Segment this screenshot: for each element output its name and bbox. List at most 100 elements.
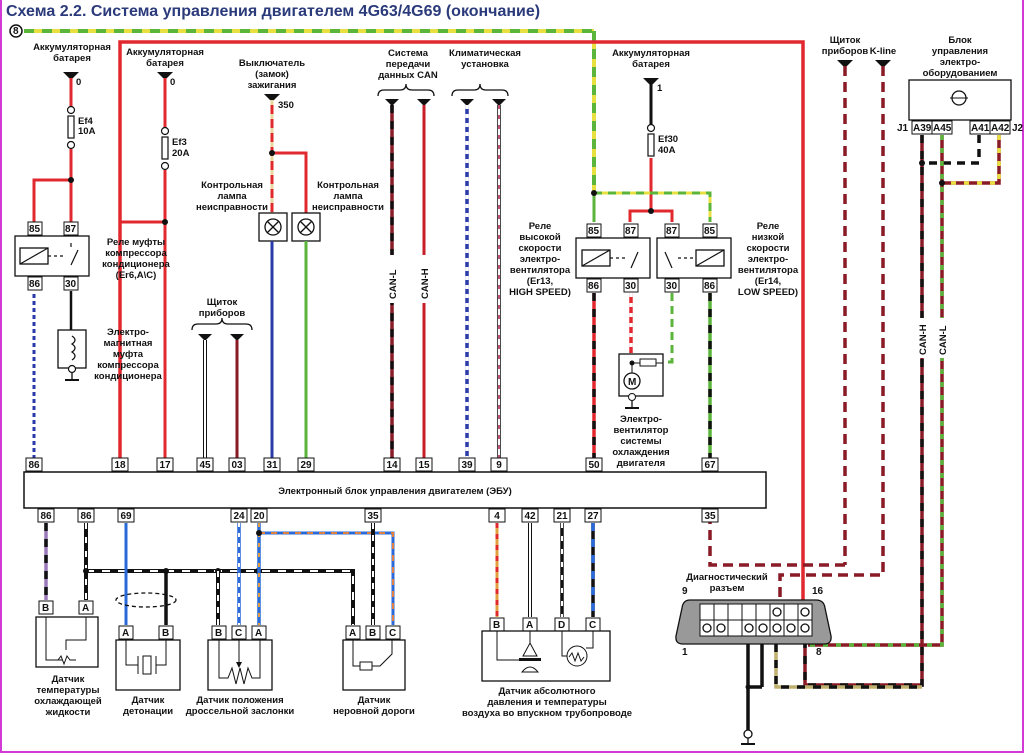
ecu-bottom-pin-box	[584, 508, 602, 523]
svg-text:85: 85	[29, 224, 41, 235]
svg-text:C: C	[389, 628, 396, 639]
ecu-bottom-pin-box	[117, 508, 135, 523]
ecu-bottom-pin: 69	[120, 511, 132, 522]
svg-text:0: 0	[76, 77, 81, 88]
svg-text:дроссельной заслонки: дроссельной заслонки	[186, 706, 295, 717]
svg-text:температуры: температуры	[37, 685, 100, 696]
engine-ecu: Электронный блок управления двигателем (…	[23, 457, 767, 523]
svg-text:(Er6,A\C): (Er6,A\C)	[116, 270, 157, 281]
svg-text:16: 16	[812, 586, 824, 597]
svg-text:охлаждения: охлаждения	[612, 447, 669, 458]
svg-text:D: D	[558, 620, 565, 631]
svg-text:Электро-: Электро-	[620, 414, 662, 425]
svg-text:неисправности: неисправности	[196, 202, 268, 213]
wire-green-yellow-top	[24, 29, 596, 193]
svg-text:приборов: приборов	[199, 308, 246, 319]
ecu-top-pin-box	[196, 457, 214, 472]
svg-text:лампа: лампа	[217, 191, 247, 202]
svg-text:батарея: батарея	[146, 58, 184, 69]
diag-pin	[786, 623, 796, 633]
ecu-bottom-pin: 86	[40, 511, 52, 522]
svg-text:Аккумуляторная: Аккумуляторная	[33, 42, 111, 53]
map-iat-sensor: B A D C Датчик абсолютного давления и те…	[462, 617, 632, 719]
high-speed-fan-relay: 85 87 86 30 Реле высокой скорости электр…	[509, 221, 651, 458]
low-speed-fan-relay: 87 85 30 86 Реле низкой скорости электро…	[656, 221, 799, 458]
svg-text:A: A	[255, 628, 262, 639]
bottom-wiring	[44, 523, 922, 745]
ecu-top-pin-box	[228, 457, 246, 472]
svg-text:Электро-: Электро-	[107, 327, 149, 338]
svg-text:10A: 10A	[78, 126, 96, 137]
ecu-bottom-pin-box	[230, 508, 248, 523]
can-data-system: Система передачи данных CAN CAN-L CAN-H	[377, 48, 438, 458]
ecu-bottom-pin: 24	[233, 511, 245, 522]
svg-text:1: 1	[682, 647, 688, 658]
ecu-bottom-pin: 4	[494, 511, 500, 522]
ecu-top-pin: 18	[114, 460, 126, 471]
ecu-bottom-pin-box	[250, 508, 268, 523]
svg-text:Щиток: Щиток	[830, 35, 861, 46]
battery-source-ef4: Аккумуляторная батарея 0 Ef4 10A	[32, 42, 111, 222]
ref-marker: 8	[9, 24, 23, 38]
svg-text:J1: J1	[897, 123, 909, 134]
svg-text:Датчик: Датчик	[358, 695, 391, 706]
svg-text:неисправности: неисправности	[312, 202, 384, 213]
instrument-panel-right: Щиток приборов	[708, 35, 868, 567]
climate-system: Климатическая установка	[449, 48, 521, 458]
svg-text:Аккумуляторная: Аккумуляторная	[612, 48, 690, 59]
ac-magnetic-clutch: Электро- магнитная муфта компрессора кон…	[57, 327, 163, 382]
svg-text:B: B	[369, 628, 376, 639]
svg-text:лампа: лампа	[333, 191, 363, 202]
instrument-panel-left: Щиток приборов	[191, 297, 253, 458]
ecu-bottom-pin: 21	[556, 511, 568, 522]
svg-text:разъем: разъем	[710, 583, 745, 594]
svg-text:Датчик: Датчик	[52, 674, 85, 685]
k-line: K-line	[778, 46, 896, 605]
svg-text:30: 30	[666, 281, 678, 292]
diag-cell	[741, 603, 757, 621]
svg-text:30: 30	[65, 279, 77, 290]
ecu-top-pin: 15	[418, 460, 430, 471]
svg-text:установка: установка	[461, 59, 509, 70]
svg-text:B: B	[42, 603, 49, 614]
ecu-top-pin-box	[25, 457, 43, 472]
svg-text:(замок): (замок)	[255, 69, 289, 80]
svg-text:A: A	[82, 603, 89, 614]
svg-text:85: 85	[704, 226, 716, 237]
svg-text:вентилятора: вентилятора	[738, 265, 799, 276]
ecu-top-pin: 50	[588, 460, 600, 471]
ecu-bottom-pin: 27	[587, 511, 599, 522]
svg-text:детонации: детонации	[123, 706, 173, 717]
ecu-top-pin-box	[415, 457, 433, 472]
malfunction-lamp-1: Контрольная лампа неисправности	[196, 180, 288, 458]
diag-cell	[755, 603, 771, 621]
svg-text:A45: A45	[933, 123, 952, 134]
svg-text:неровной дороги: неровной дороги	[333, 706, 415, 717]
svg-text:B: B	[215, 628, 222, 639]
svg-text:данных CAN: данных CAN	[378, 70, 438, 81]
svg-text:Ef3: Ef3	[172, 137, 187, 148]
ecu-top-pin: 67	[704, 460, 716, 471]
svg-text:Климатическая: Климатическая	[449, 48, 521, 59]
svg-text:вентилятора: вентилятора	[510, 265, 571, 276]
svg-text:J2: J2	[1012, 123, 1024, 134]
svg-text:скорости: скорости	[747, 243, 790, 254]
svg-text:(Er13,: (Er13,	[527, 276, 553, 287]
svg-text:муфта: муфта	[113, 349, 144, 360]
ecu-top-pin-box	[701, 457, 719, 472]
wire-green-yellow-relays	[591, 190, 712, 222]
diag-pin	[772, 607, 782, 617]
malfunction-lamp-2: Контрольная лампа неисправности	[291, 180, 384, 458]
svg-text:A: A	[526, 620, 533, 631]
knock-sensor: A B Датчик детонации	[115, 625, 181, 717]
svg-text:кондиционера: кондиционера	[102, 259, 170, 270]
svg-text:батарея: батарея	[632, 59, 670, 70]
svg-text:Выключатель: Выключатель	[239, 58, 305, 69]
svg-text:A42: A42	[991, 123, 1010, 134]
svg-text:CAN-L: CAN-L	[388, 269, 399, 299]
diag-cell	[727, 619, 743, 637]
diagram-title: Схема 2.2. Система управления двигателем…	[6, 3, 540, 20]
svg-text:Реле: Реле	[529, 221, 552, 232]
